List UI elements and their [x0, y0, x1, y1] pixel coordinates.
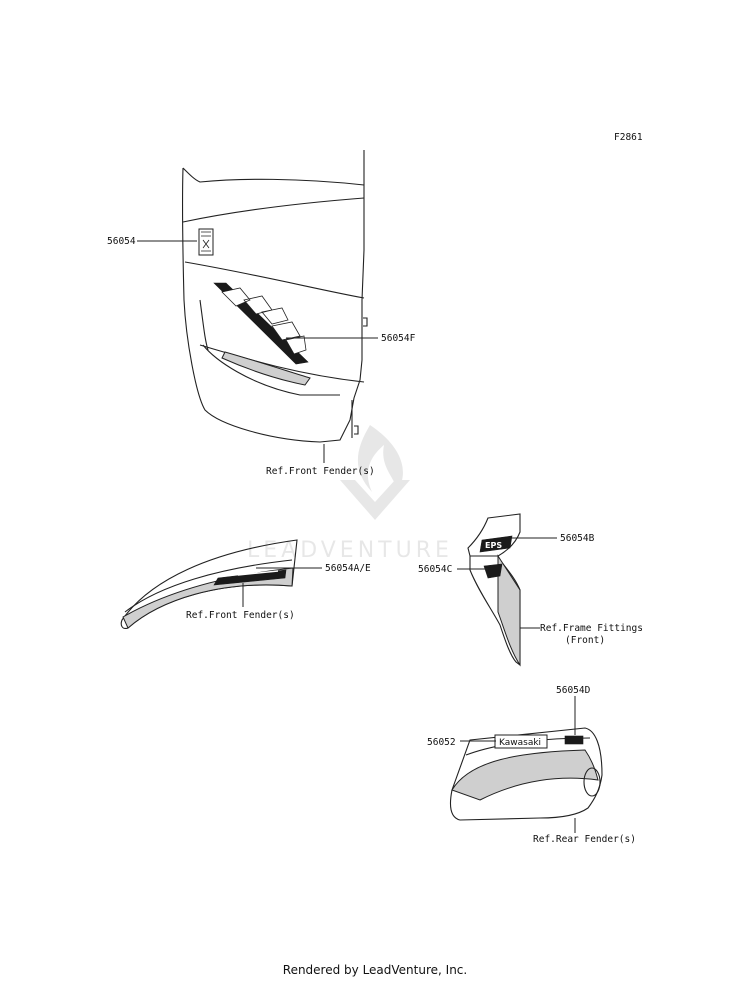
callout-56054AE: 56054A/E: [325, 563, 371, 574]
rear-fender-illustration: Kawasaki: [449, 727, 603, 821]
callout-56054C: 56054C: [418, 564, 452, 575]
front-panel-illustration: [182, 150, 368, 443]
frame-fitting-cover-illustration: EPS: [467, 513, 521, 667]
caution-label-56054: [198, 228, 214, 256]
ref-rear-fender-label: Ref.Rear Fender(s): [533, 834, 636, 845]
ref-frame-fittings-label-1: Ref.Frame Fittings: [540, 623, 643, 634]
front-fender-strip-illustration: [120, 539, 298, 629]
callout-56052: 56052: [427, 737, 456, 748]
eps-decal-56054B: [479, 535, 513, 553]
eps-decal-text: EPS: [485, 541, 502, 550]
kawasaki-decal-text: Kawasaki: [499, 738, 541, 748]
teryx-decal-56054F: [213, 282, 309, 365]
callout-56054F: 56054F: [381, 333, 416, 344]
figure-code: F2861: [614, 132, 643, 143]
leadventure-watermark: LEADVENTURE: [247, 425, 453, 563]
callout-56054D: 56054D: [556, 685, 591, 696]
watermark-text: LEADVENTURE: [247, 538, 453, 563]
decal-56054D: [564, 735, 584, 745]
ref-front-fender-label-1: Ref.Front Fender(s): [266, 466, 375, 477]
callout-56054B: 56054B: [560, 533, 595, 544]
callout-56054: 56054: [107, 236, 136, 247]
ref-frame-fittings-label-2: (Front): [565, 635, 605, 646]
ref-front-fender-label-2: Ref.Front Fender(s): [186, 610, 295, 621]
teryx-decal-56054C: [483, 563, 503, 579]
footer-credit: Rendered by LeadVenture, Inc.: [282, 963, 468, 977]
